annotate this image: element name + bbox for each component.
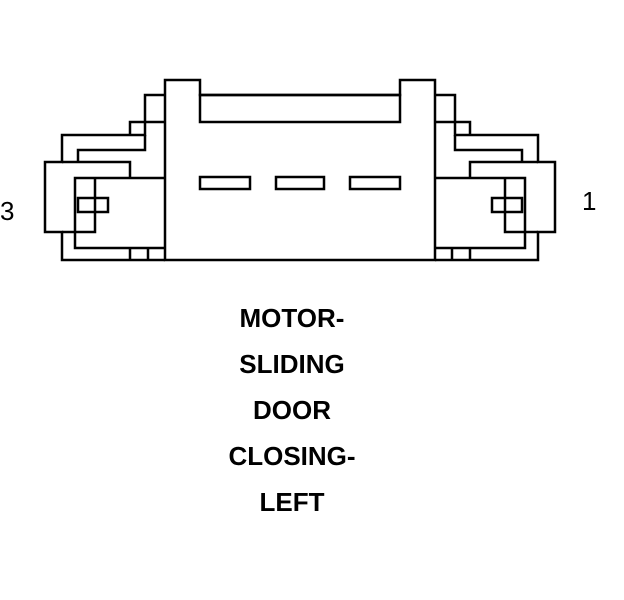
caption-line: CLOSING- xyxy=(228,441,356,471)
caption-line: SLIDING xyxy=(239,349,345,379)
terminal-slot-1 xyxy=(348,175,402,191)
caption-line: MOTOR- xyxy=(239,303,345,333)
caption-line: LEFT xyxy=(259,487,325,517)
connector-caption: MOTOR- SLIDING DOOR CLOSING- LEFT xyxy=(192,298,392,528)
right-shell xyxy=(435,93,557,262)
connector-latch xyxy=(198,93,402,124)
terminal-slot-2 xyxy=(274,175,326,191)
left-terminal-lock xyxy=(76,196,110,214)
connector-body-outline xyxy=(163,78,437,262)
right-terminal-lock xyxy=(490,196,524,214)
left-shell xyxy=(43,93,165,262)
pin-1-label: 1 xyxy=(582,186,597,216)
pin-3-label: 3 xyxy=(0,196,15,226)
terminal-slot-3 xyxy=(198,175,252,191)
caption-line: DOOR xyxy=(253,395,331,425)
